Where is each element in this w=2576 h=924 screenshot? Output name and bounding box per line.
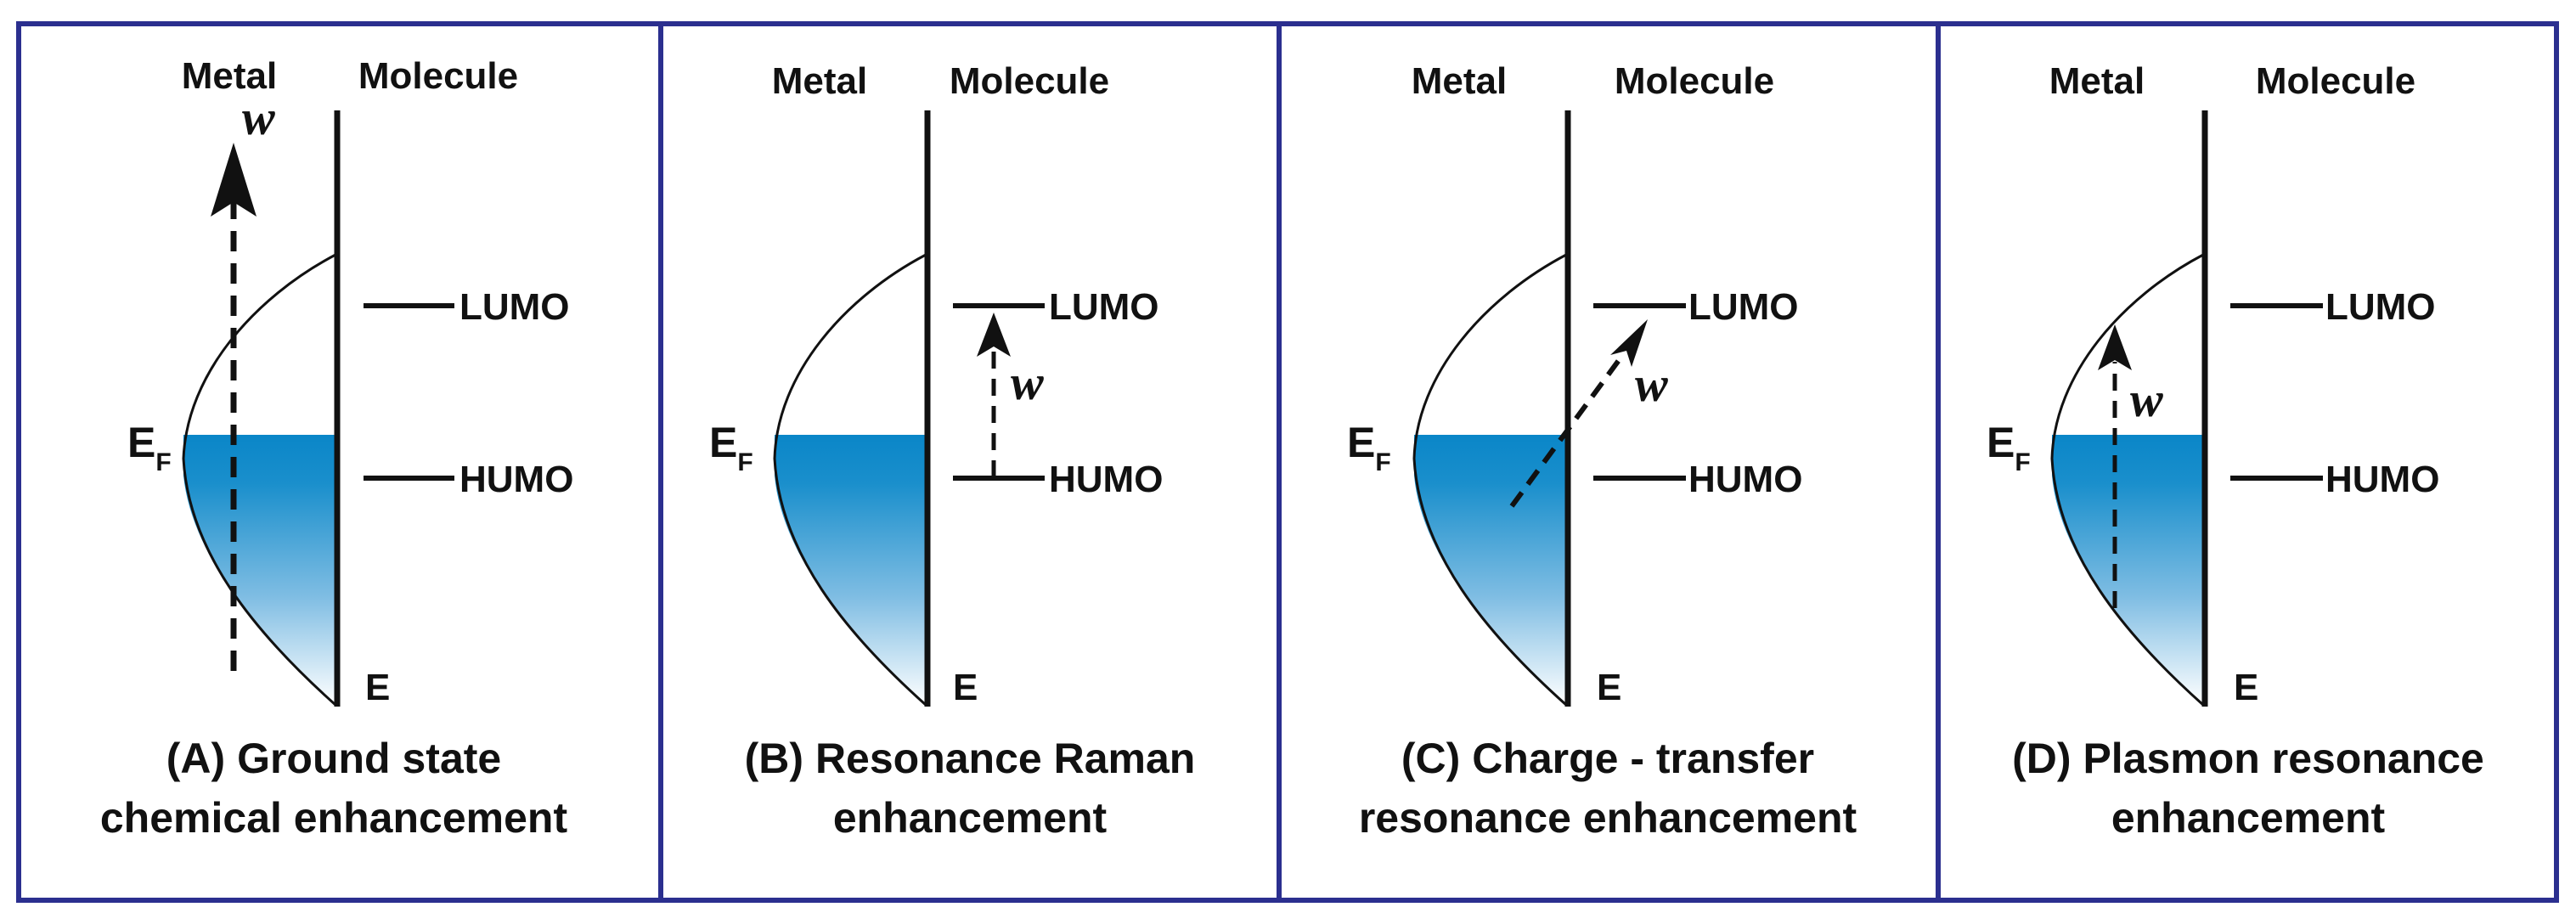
occupied-states-fill xyxy=(2052,435,2203,705)
molecule-label: Molecule xyxy=(358,55,518,97)
homo-label: HUMO xyxy=(459,459,573,500)
panel-d: Metal Molecule w LUMO HUMO EF E (D) Plas… xyxy=(1987,60,2484,842)
panel-b: Metal Molecule w LUMO HUMO EF E (B) Reso… xyxy=(709,60,1195,842)
fermi-level-label: EF xyxy=(709,419,753,476)
arrow-head xyxy=(1610,319,1648,367)
fermi-level-label: EF xyxy=(1347,419,1391,476)
omega-label: w xyxy=(1635,357,1668,412)
lumo-label: LUMO xyxy=(2325,286,2436,328)
energy-axis-label: E xyxy=(953,667,978,708)
occupied-states-fill xyxy=(775,435,926,705)
homo-label: HUMO xyxy=(1688,459,1802,500)
density-of-states-curve xyxy=(182,253,337,707)
metal-label: Metal xyxy=(772,60,867,102)
energy-axis-label: E xyxy=(2234,667,2258,708)
caption-line-1: (B) Resonance Raman xyxy=(745,735,1196,782)
omega-label: w xyxy=(2130,372,2163,427)
panel-c: Metal Molecule w LUMO HUMO EF E (C) Char… xyxy=(1347,60,1857,842)
caption-line-1: (A) Ground state xyxy=(166,735,501,782)
homo-label: HUMO xyxy=(1049,459,1163,500)
homo-label: HUMO xyxy=(2325,459,2439,500)
arrow-head xyxy=(2098,324,2132,370)
metal-label: Metal xyxy=(182,55,277,97)
panel-a: Metal Molecule w LUMO HUMO EF E (A) Grou… xyxy=(100,55,574,842)
occupied-states-fill xyxy=(183,435,335,705)
caption-line-2: resonance enhancement xyxy=(1359,794,1857,842)
molecule-label: Molecule xyxy=(2256,60,2415,102)
fermi-level-label: EF xyxy=(127,419,172,476)
excitation-arrow xyxy=(1509,352,1626,508)
omega-label: w xyxy=(242,90,275,145)
molecule-label: Molecule xyxy=(1615,60,1774,102)
arrow-head xyxy=(211,143,256,217)
arrow-head xyxy=(977,313,1011,357)
lumo-label: LUMO xyxy=(1688,286,1799,328)
energy-axis-label: E xyxy=(365,667,390,708)
metal-label: Metal xyxy=(2049,60,2145,102)
metal-label: Metal xyxy=(1412,60,1507,102)
caption-line-2: enhancement xyxy=(2111,794,2386,842)
density-of-states-curve xyxy=(2050,253,2205,707)
omega-label: w xyxy=(1011,355,1044,410)
occupied-states-fill xyxy=(1414,435,1566,705)
fermi-level-label: EF xyxy=(1987,419,2031,476)
energy-axis-label: E xyxy=(1597,667,1621,708)
outer-frame xyxy=(16,21,2559,903)
density-of-states-curve xyxy=(1412,253,1568,707)
molecule-label: Molecule xyxy=(950,60,1109,102)
density-of-states-curve xyxy=(773,253,927,707)
caption-line-2: chemical enhancement xyxy=(100,794,568,842)
lumo-label: LUMO xyxy=(1049,286,1159,328)
lumo-label: LUMO xyxy=(459,286,570,328)
caption-line-1: (C) Charge - transfer xyxy=(1401,735,1814,782)
caption-line-2: enhancement xyxy=(833,794,1108,842)
caption-line-1: (D) Plasmon resonance xyxy=(2012,735,2484,782)
